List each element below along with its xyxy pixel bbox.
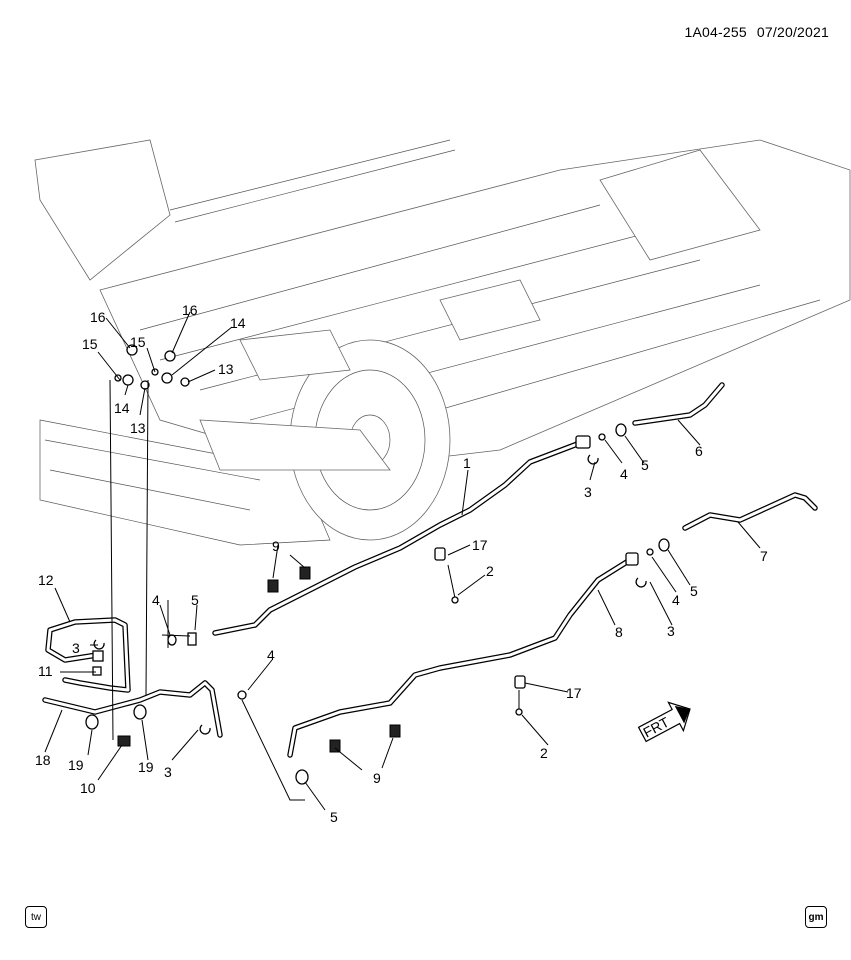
callout-6: 6 bbox=[695, 443, 703, 459]
callout-14: 14 bbox=[114, 400, 130, 416]
callout-16: 16 bbox=[182, 302, 198, 318]
callout-16: 16 bbox=[90, 309, 106, 325]
callout-18: 18 bbox=[35, 752, 51, 768]
callout-5: 5 bbox=[690, 583, 698, 599]
callout-5: 5 bbox=[641, 457, 649, 473]
callout-5: 5 bbox=[191, 592, 199, 608]
callout-labels: 1 2 2 3 3 3 3 4 4 4 4 5 5 5 5 6 7 8 9 9 … bbox=[35, 302, 768, 825]
callout-10: 10 bbox=[80, 780, 96, 796]
callout-14: 14 bbox=[230, 315, 246, 331]
diagram-date: 07/20/2021 bbox=[756, 24, 829, 40]
callout-11: 11 bbox=[38, 663, 53, 679]
callout-7: 7 bbox=[760, 548, 768, 564]
front-direction-arrow: FRT bbox=[637, 701, 691, 743]
fittings bbox=[85, 344, 670, 785]
callout-15: 15 bbox=[82, 336, 98, 352]
callout-2: 2 bbox=[486, 563, 494, 579]
callout-19: 19 bbox=[68, 757, 84, 773]
callout-4: 4 bbox=[267, 647, 275, 663]
callout-4: 4 bbox=[152, 592, 160, 608]
callout-3: 3 bbox=[72, 640, 80, 656]
callout-3: 3 bbox=[667, 623, 675, 639]
callout-12: 12 bbox=[38, 572, 54, 588]
callout-5: 5 bbox=[330, 809, 338, 825]
callout-17: 17 bbox=[566, 685, 582, 701]
tw-badge-icon: tw bbox=[25, 906, 47, 928]
callout-9: 9 bbox=[373, 770, 381, 786]
diagram-id: 1A04-255 bbox=[684, 24, 747, 40]
gm-logo-icon: gm bbox=[805, 906, 827, 928]
vehicle-underbody bbox=[34, 139, 851, 546]
callout-3: 3 bbox=[584, 484, 592, 500]
callout-19: 19 bbox=[138, 759, 154, 775]
callout-13: 13 bbox=[218, 361, 234, 377]
callout-8: 8 bbox=[615, 624, 623, 640]
callout-4: 4 bbox=[672, 592, 680, 608]
callout-13: 13 bbox=[130, 420, 146, 436]
callout-15: 15 bbox=[130, 334, 146, 350]
callout-1: 1 bbox=[463, 455, 471, 471]
brake-pipes bbox=[42, 382, 818, 758]
diagram-header: 1A04-255 07/20/2021 bbox=[679, 24, 830, 40]
callout-4: 4 bbox=[620, 466, 628, 482]
callout-3: 3 bbox=[164, 764, 172, 780]
callout-9: 9 bbox=[272, 538, 280, 554]
callout-2: 2 bbox=[540, 745, 548, 761]
callout-17: 17 bbox=[472, 537, 488, 553]
leader-lines bbox=[44, 311, 761, 811]
